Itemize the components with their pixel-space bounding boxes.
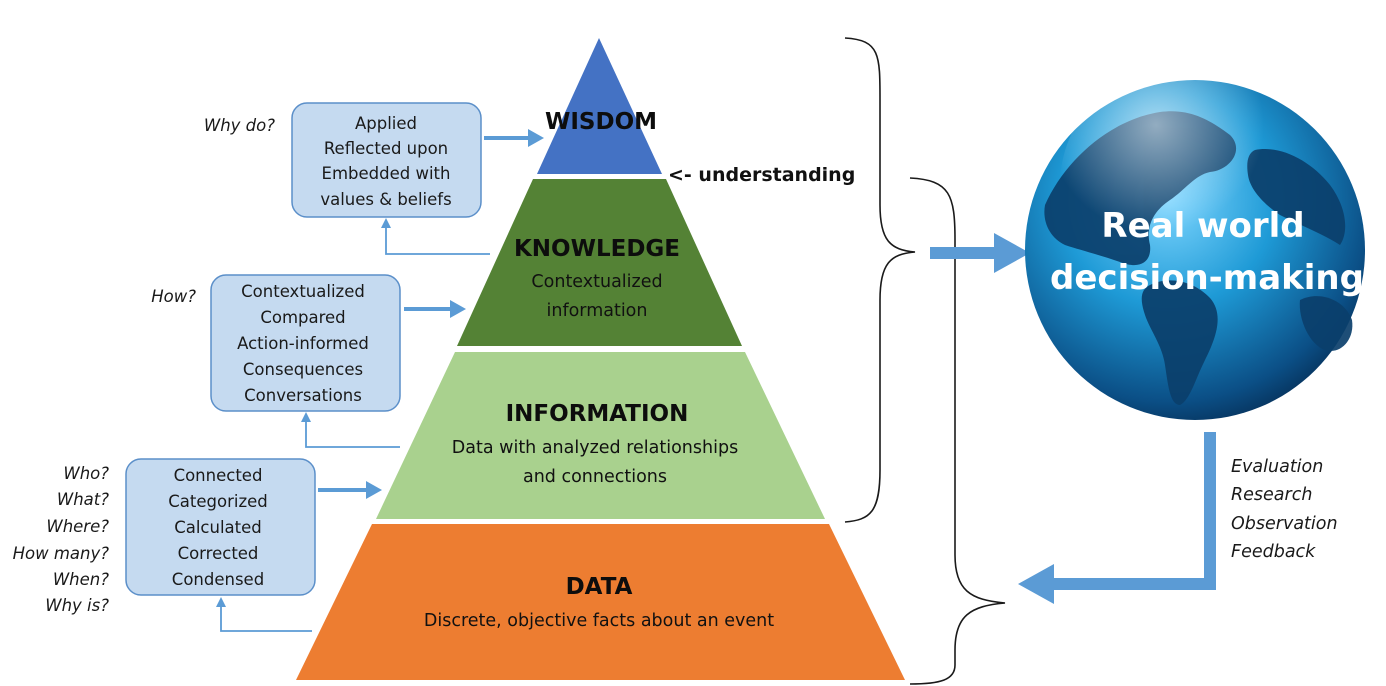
knowledge-desc-line-1: Contextualized <box>531 272 662 292</box>
data-box-line-2: Categorized <box>168 492 267 511</box>
data-question-5: When? <box>53 570 109 589</box>
wisdom-box-line-1: Applied <box>355 114 417 133</box>
side-boxes: Applied Reflected upon Embedded with val… <box>13 102 482 615</box>
knowledge-to-wisdom-arrow-head <box>381 218 391 228</box>
data-title: DATA <box>566 574 633 600</box>
wisdom-question: Why do? <box>204 116 275 135</box>
data-box-line-3: Calculated <box>174 518 262 537</box>
knowledge-arrow-head <box>450 300 466 318</box>
globe-label-line-2: decision-making <box>1050 258 1364 298</box>
data-question-1: Who? <box>63 464 109 483</box>
feedback-arrow-head <box>1018 564 1054 604</box>
feedback-arrow <box>1018 432 1216 604</box>
connector-arrows <box>216 129 544 632</box>
knowledge-question: How? <box>151 287 196 306</box>
information-title: INFORMATION <box>506 401 689 427</box>
feedback-arrow-path <box>1050 432 1216 590</box>
understanding-label: <- understanding <box>668 164 855 186</box>
data-desc: Discrete, objective facts about an event <box>424 611 774 631</box>
data-process-box <box>125 458 316 596</box>
knowledge-box-line-4: Consequences <box>243 360 363 379</box>
knowledge-box-line-3: Action-informed <box>237 334 369 353</box>
pyramid-information-level <box>376 352 825 519</box>
decision-arrow-shaft <box>930 247 1000 259</box>
data-to-data-box-arrow-head <box>216 597 226 607</box>
pyramid-knowledge-level <box>457 179 742 346</box>
data-box-line-5: Condensed <box>172 570 264 589</box>
data-question-3: Where? <box>46 517 109 536</box>
wisdom-title: WISDOM <box>545 109 657 135</box>
knowledge-to-wisdom-box-arrow <box>385 226 490 255</box>
lower-brace <box>909 177 1006 685</box>
feedback-label-1: Evaluation <box>1231 457 1323 477</box>
data-box-line-1: Connected <box>174 466 263 485</box>
upper-brace <box>844 37 916 523</box>
wisdom-box-line-3: Embedded with <box>322 164 451 183</box>
pyramid-wisdom-level <box>537 38 662 174</box>
wisdom-process-box <box>291 102 482 218</box>
braces <box>844 37 1006 685</box>
information-to-knowledge-arrow-head <box>301 412 311 422</box>
globe: Real world decision-making <box>1025 65 1365 420</box>
data-to-data-box-arrow <box>220 606 312 632</box>
globe-label-line-1: Real world <box>1101 206 1304 246</box>
information-desc-line-1: Data with analyzed relationships <box>452 438 738 458</box>
wisdom-arrow-head <box>528 129 544 147</box>
pyramid-data-level <box>296 524 905 680</box>
feedback-labels: Evaluation Research Observation Feedback <box>1231 457 1338 562</box>
globe-shine <box>1060 65 1300 305</box>
knowledge-box-line-5: Conversations <box>244 386 362 405</box>
feedback-label-4: Feedback <box>1231 542 1316 562</box>
pyramid: WISDOM KNOWLEDGE Contextualized informat… <box>296 38 905 680</box>
data-question-6: Why is? <box>45 596 109 615</box>
data-question-2: What? <box>57 490 109 509</box>
feedback-label-2: Research <box>1231 485 1312 505</box>
knowledge-process-box <box>210 274 401 412</box>
data-question-4: How many? <box>13 544 110 563</box>
wisdom-box-line-4: values & beliefs <box>320 190 451 209</box>
knowledge-box-line-2: Compared <box>260 308 345 327</box>
knowledge-title: KNOWLEDGE <box>514 236 680 262</box>
knowledge-desc-line-2: information <box>546 301 647 321</box>
information-desc-line-2: and connections <box>523 467 667 487</box>
decision-arrow-head <box>994 233 1030 273</box>
feedback-label-3: Observation <box>1231 514 1338 534</box>
data-arrow-head <box>366 481 382 499</box>
decision-arrow <box>930 233 1030 273</box>
information-to-knowledge-box-arrow <box>305 421 400 448</box>
data-box-line-4: Corrected <box>178 544 259 563</box>
wisdom-box-line-2: Reflected upon <box>324 139 448 158</box>
knowledge-box-line-1: Contextualized <box>241 282 365 301</box>
